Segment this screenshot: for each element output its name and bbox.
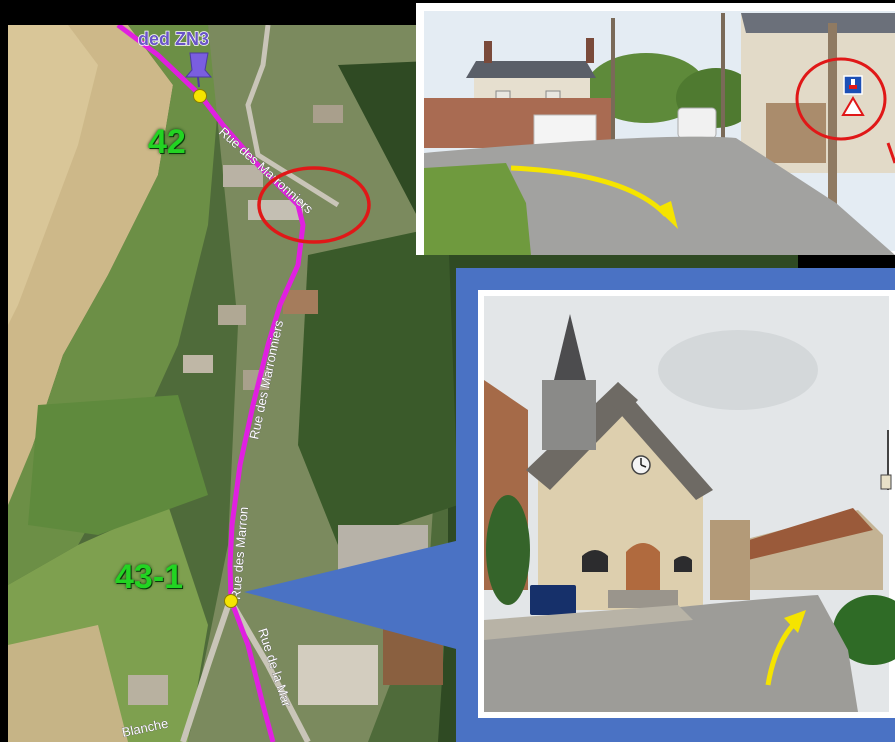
church-door xyxy=(626,543,660,590)
white-van xyxy=(677,107,717,139)
steeple xyxy=(554,314,586,380)
side-wall xyxy=(710,520,750,600)
road-south-east xyxy=(227,598,311,742)
waypoint-marker-43-1[interactable] xyxy=(224,594,238,608)
house xyxy=(313,105,343,123)
house xyxy=(183,355,213,373)
chimney xyxy=(484,41,492,63)
church-clock-icon xyxy=(631,455,651,475)
street-view-photo[interactable] xyxy=(416,3,895,255)
route-path[interactable] xyxy=(116,25,306,742)
church-view-photo[interactable] xyxy=(478,290,895,718)
direction-arrow-shaft xyxy=(510,165,668,217)
road xyxy=(424,136,895,255)
grass-verge xyxy=(424,163,531,255)
street-lamp-icon xyxy=(880,430,892,490)
hedge xyxy=(833,595,895,665)
pole-right xyxy=(828,23,837,223)
trees xyxy=(486,495,530,605)
house xyxy=(128,675,168,705)
field-mid xyxy=(28,395,208,535)
map-pin-icon[interactable] xyxy=(184,52,213,88)
right-house-roof xyxy=(741,13,895,33)
sign-highlight-circle xyxy=(795,57,887,141)
waypoint-label-43-1: 43-1 xyxy=(115,558,184,596)
pavement xyxy=(484,605,693,640)
side-road xyxy=(245,25,340,208)
cloud xyxy=(658,330,818,410)
utility-pole xyxy=(611,18,615,158)
waypoint-marker-42[interactable] xyxy=(193,89,207,103)
field-light xyxy=(8,25,98,325)
house-roof xyxy=(466,61,596,78)
red-arrow-fragment xyxy=(886,142,895,164)
utility-pole xyxy=(721,13,725,143)
highlight-circle xyxy=(257,166,371,244)
farm-roof xyxy=(733,508,873,560)
chimney xyxy=(586,38,594,63)
church-view-scene xyxy=(484,296,895,712)
trash-bins xyxy=(530,585,576,615)
top-map-label: ded ZN3 xyxy=(138,29,209,49)
house xyxy=(223,165,263,187)
side-road-south xyxy=(180,599,233,742)
house xyxy=(218,305,246,325)
waypoint-label-42: 42 xyxy=(148,123,186,161)
street-view-scene xyxy=(424,11,895,255)
house xyxy=(283,290,318,314)
church-steps xyxy=(608,590,678,608)
no-through-road-sign-icon xyxy=(841,75,865,116)
direction-arrow-head xyxy=(784,610,806,633)
church-roof-right xyxy=(608,382,713,500)
direction-arrow-head xyxy=(656,201,678,229)
field-lower-tan xyxy=(8,625,128,742)
forest-patch xyxy=(298,225,458,545)
trees xyxy=(586,53,706,123)
church-window xyxy=(674,556,692,572)
church-window xyxy=(582,550,608,572)
courtyard xyxy=(298,645,378,705)
bell-tower xyxy=(542,380,596,450)
